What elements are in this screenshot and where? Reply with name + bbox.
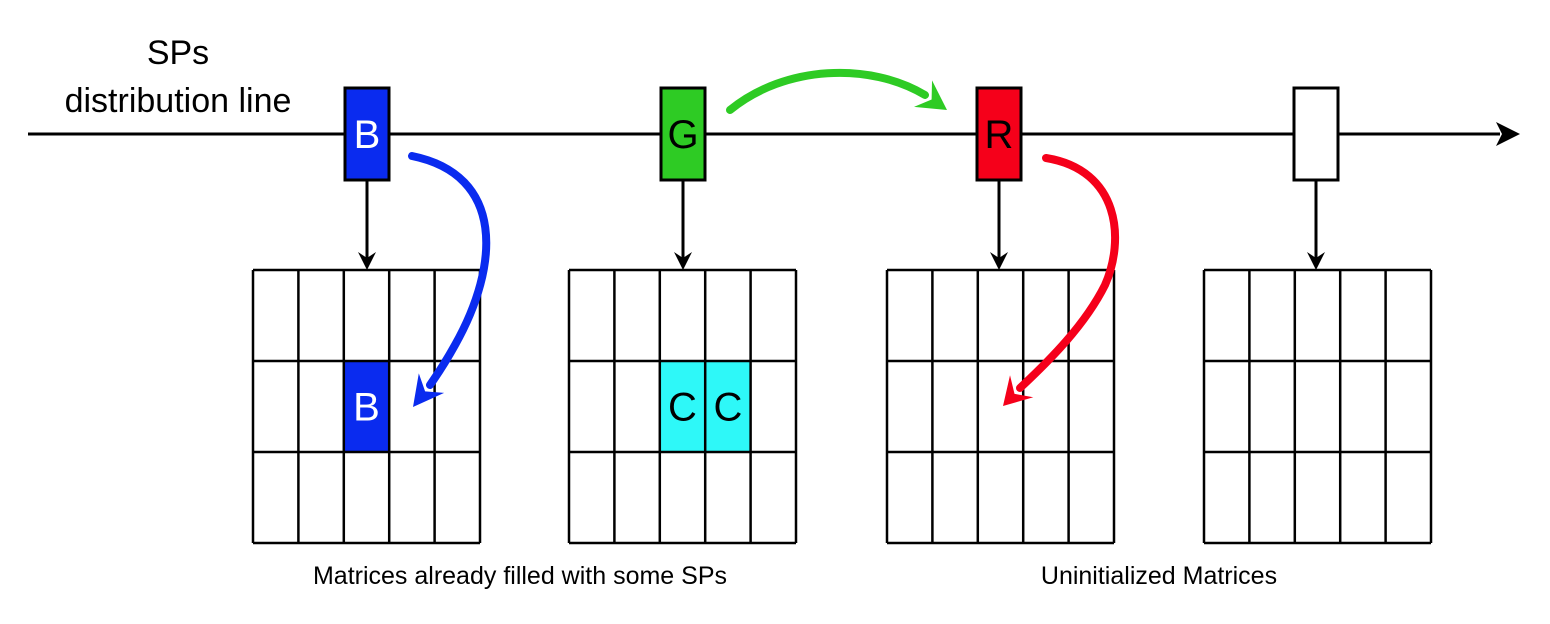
marker-box: [343, 86, 391, 182]
matrix-cell-filled: [343, 361, 390, 452]
matrix-cell-filled: [659, 361, 706, 452]
marker-r: R: [975, 86, 1023, 182]
blue-curved-arrow-head: [413, 373, 445, 407]
marker-empty: [1292, 86, 1340, 182]
marker-box: [1292, 86, 1340, 182]
marker-g: G: [659, 86, 707, 182]
blue-curved-arrow-body: [408, 152, 491, 389]
matrix-cell-filled: [705, 361, 751, 452]
red-curved-arrow: [1003, 154, 1119, 406]
distribution-line-arrowhead: [1496, 122, 1520, 146]
matrix-3: [885, 268, 1116, 545]
green-curved-arrow-head: [914, 80, 947, 110]
down-arrow-head-4: [1307, 252, 1325, 270]
line-label-line2: distribution line: [65, 82, 292, 120]
marker-b: B: [343, 86, 391, 182]
matrix-cell-letter: B: [353, 386, 380, 430]
red-curved-arrow-body: [1016, 154, 1119, 392]
marker-letter: B: [354, 113, 381, 157]
marker-letter: R: [985, 113, 1014, 157]
green-curved-arrow-body: [726, 68, 929, 114]
matrix-cell-letter: C: [668, 386, 697, 430]
blue-curved-arrow: [408, 152, 491, 407]
down-arrow-head-2: [674, 252, 692, 270]
marker-box: [975, 86, 1023, 182]
marker-box: [659, 86, 707, 182]
matrix-cell-letter: C: [713, 386, 742, 430]
marker-letter: G: [667, 113, 698, 157]
down-arrow-head-1: [358, 252, 376, 270]
matrix-1: B: [251, 268, 482, 545]
line-label-line1: SPs: [147, 34, 209, 72]
caption-uninitialized-matrices: Uninitialized Matrices: [1041, 562, 1277, 590]
green-curved-arrow: [726, 68, 947, 114]
caption-filled-matrices: Matrices already filled with some SPs: [313, 562, 727, 590]
red-curved-arrow-head: [1003, 375, 1034, 406]
down-arrow-head-3: [990, 252, 1008, 270]
matrix-4: [1202, 268, 1433, 545]
